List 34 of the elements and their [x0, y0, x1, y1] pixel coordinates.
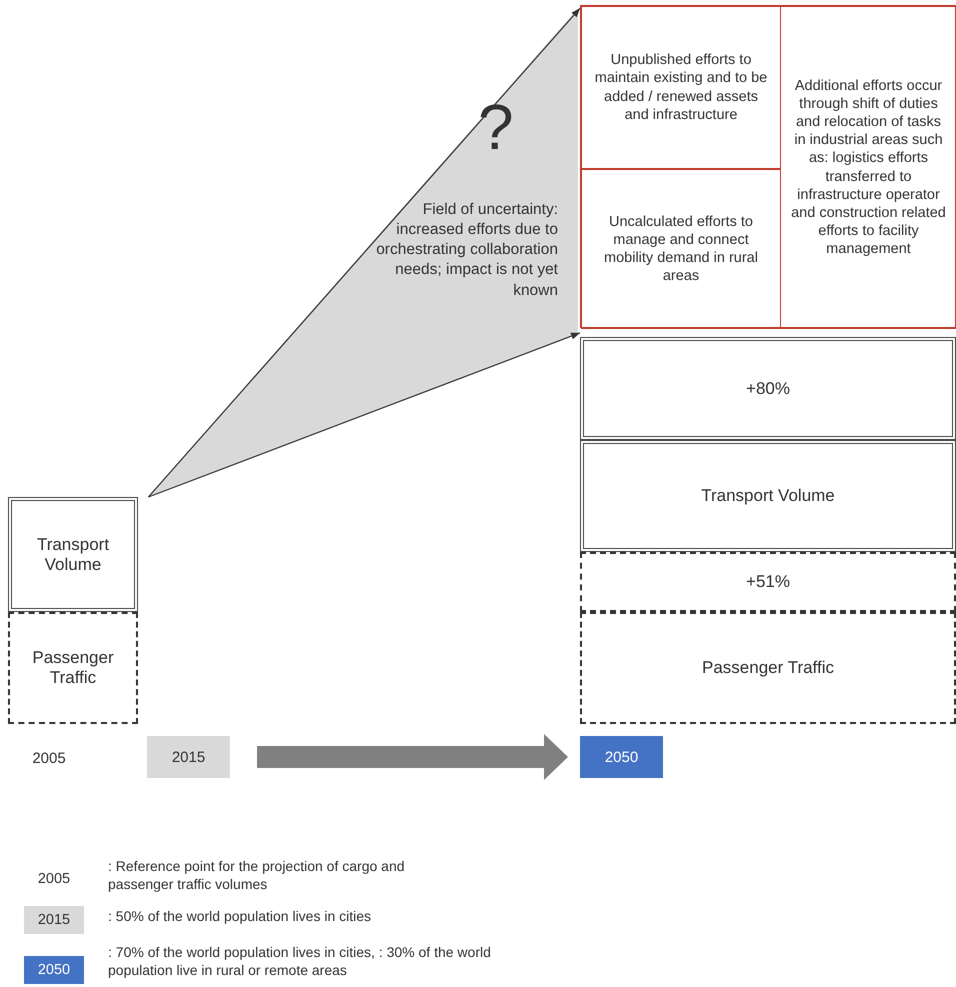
passenger-traffic-box: [580, 612, 956, 724]
legend-text: : 70% of the world population lives in cities, : 30% of the world population live in rural or remote areas: [108, 944, 492, 979]
node-text: 2015: [172, 748, 206, 766]
node-text: +51%: [746, 572, 790, 592]
legend-text: : 50% of the world population lives in cities: [108, 908, 372, 926]
increase-box: [580, 552, 956, 612]
arrow: [148, 332, 580, 498]
year-box: [147, 736, 230, 778]
node-text: Unpublished efforts to maintain existing and to be added / renewed assets and infrastructure: [594, 51, 768, 124]
year-label: 2050: [38, 962, 70, 978]
node-text: Passenger Traffic: [31, 648, 115, 688]
node-text: 2005: [32, 750, 66, 766]
node-text: Transport Volume: [701, 486, 835, 506]
efforts-cell: [581, 169, 781, 329]
progress-arrow: [257, 734, 568, 780]
increase-box: [580, 337, 956, 440]
node-text: Passenger Traffic: [702, 658, 834, 678]
transport-volume-box: [8, 497, 138, 612]
legend-text: : Reference point for the projection of cargo and passenger traffic volumes: [108, 858, 406, 893]
node-text: +80%: [746, 378, 790, 398]
transport-volume-box: [580, 440, 956, 552]
efforts-cell: [581, 6, 781, 169]
year-label: 2005: [38, 871, 70, 887]
node-text: Uncalculated efforts to manage and connect mobility demand in rural areas: [603, 212, 759, 286]
question-mark: ?: [478, 90, 514, 164]
uncertainty-text: Field of uncertainty: increased efforts due to orchestrating collaboration needs; impact is not yet known: [375, 200, 558, 301]
passenger-traffic-box: [8, 612, 138, 724]
year-label: 2015: [38, 912, 70, 928]
efforts-cell: [780, 6, 956, 329]
node-text: 2050: [604, 748, 638, 766]
year-box: [580, 736, 663, 778]
efforts-panel: [580, 5, 956, 328]
node-text: Additional efforts occur through shift of duties and relocation of tasks in industrial areas such as: logistics efforts transferred to infrastructure operator and construction related efforts to facility management: [791, 76, 946, 258]
node-text: Transport Volume: [36, 534, 110, 574]
